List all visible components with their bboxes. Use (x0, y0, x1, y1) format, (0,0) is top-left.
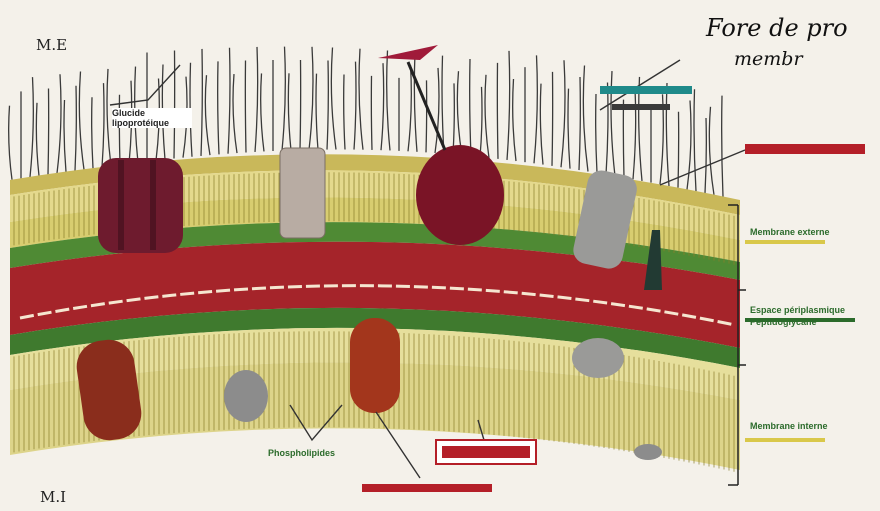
lps-strand (174, 51, 175, 159)
lps-strand (633, 88, 636, 179)
lps-strand (233, 74, 237, 153)
lps-strand (316, 74, 318, 150)
label-outer-membrane: Membrane externe (750, 226, 850, 238)
lps-strand (666, 83, 669, 186)
lps-strand (309, 47, 313, 150)
inner-protein-grey-right (572, 338, 624, 378)
lps-strand (485, 75, 489, 158)
lps-strand (79, 72, 84, 170)
bar-red-caption (362, 484, 492, 492)
lps-strand (75, 86, 76, 171)
lps-strand (218, 61, 219, 154)
inner-protein-grey-small (634, 444, 662, 460)
lps-strand (205, 75, 210, 155)
lps-strand (359, 49, 363, 150)
lps-strand (9, 106, 12, 180)
lps-strand (48, 89, 49, 175)
outer-porin-left (98, 158, 183, 253)
label-glycolipid: Glucide lipoprotéique (112, 108, 192, 128)
lps-strand (30, 77, 33, 177)
lps-strand (408, 65, 411, 151)
label-me: M.E (36, 36, 67, 54)
lps-strand (387, 50, 390, 150)
lps-strand (288, 73, 291, 150)
lps-strand (534, 55, 537, 163)
lps-strand (435, 68, 439, 153)
lps-strand (282, 47, 285, 151)
lps-strand (606, 83, 608, 175)
bar-teal (600, 86, 692, 94)
lps-strand (568, 89, 570, 169)
lps-strand (583, 65, 588, 171)
inner-protein-grey-left (224, 370, 268, 422)
lps-strand (442, 56, 444, 154)
lps-strand (371, 76, 372, 150)
lps-strand (722, 96, 723, 197)
bar-yellow-inner (745, 438, 825, 442)
lps-strand (596, 94, 597, 173)
label-peptidoglycan: Espace périplasmique Peptidoglycane (750, 304, 870, 328)
label-inner-membrane: Membrane interne (750, 420, 850, 432)
bar-teal-2 (612, 104, 670, 110)
lps-strand (57, 74, 61, 173)
lps-strand (540, 84, 543, 165)
lps-strand (453, 83, 454, 154)
lps-strand (513, 79, 516, 161)
lps-strand (480, 87, 482, 157)
label-mi: M.I (40, 488, 66, 506)
lps-strand (354, 62, 356, 150)
lps-strand (107, 69, 111, 166)
lps-strand (457, 71, 462, 155)
lps-strand (709, 107, 714, 195)
lps-strand (327, 61, 328, 150)
lps-strand (687, 101, 691, 190)
lps-strand (300, 60, 301, 150)
handwritten-title-line1: Fore de pro (706, 14, 848, 42)
lps-strand (579, 77, 580, 170)
lps-strand (470, 59, 471, 156)
lps-strand (694, 89, 696, 191)
lps-strand (426, 80, 427, 152)
lps-strand (36, 103, 39, 176)
lps-strand (552, 72, 553, 166)
label-phospholipids: Phospholipides (268, 448, 335, 458)
lps-strand (245, 60, 246, 152)
lps-strand (228, 48, 230, 154)
lps-strand (64, 100, 66, 172)
lps-strand (344, 75, 345, 150)
outer-protein-grey (280, 148, 325, 238)
bar-red-bottom-inner (442, 446, 530, 458)
lps-strand (414, 53, 417, 152)
lps-strand (705, 118, 706, 193)
lps-strand (92, 97, 93, 168)
inner-protein-red-center (350, 318, 400, 413)
lps-strand (623, 100, 624, 178)
lps-strand (561, 60, 565, 167)
bar-red-right (745, 144, 865, 154)
lps-strand (201, 49, 202, 156)
lps-strand (497, 63, 498, 159)
bar-yellow-outer (745, 240, 825, 244)
lps-strand (119, 95, 120, 165)
lps-strand (255, 47, 258, 152)
lps-strand (331, 47, 336, 149)
lps-strand (261, 73, 264, 151)
lps-strand (507, 51, 510, 160)
lps-strand (102, 83, 104, 167)
handwritten-title-line2: membr (734, 48, 803, 70)
lps-strand (678, 112, 679, 188)
lps-strand (381, 63, 384, 150)
